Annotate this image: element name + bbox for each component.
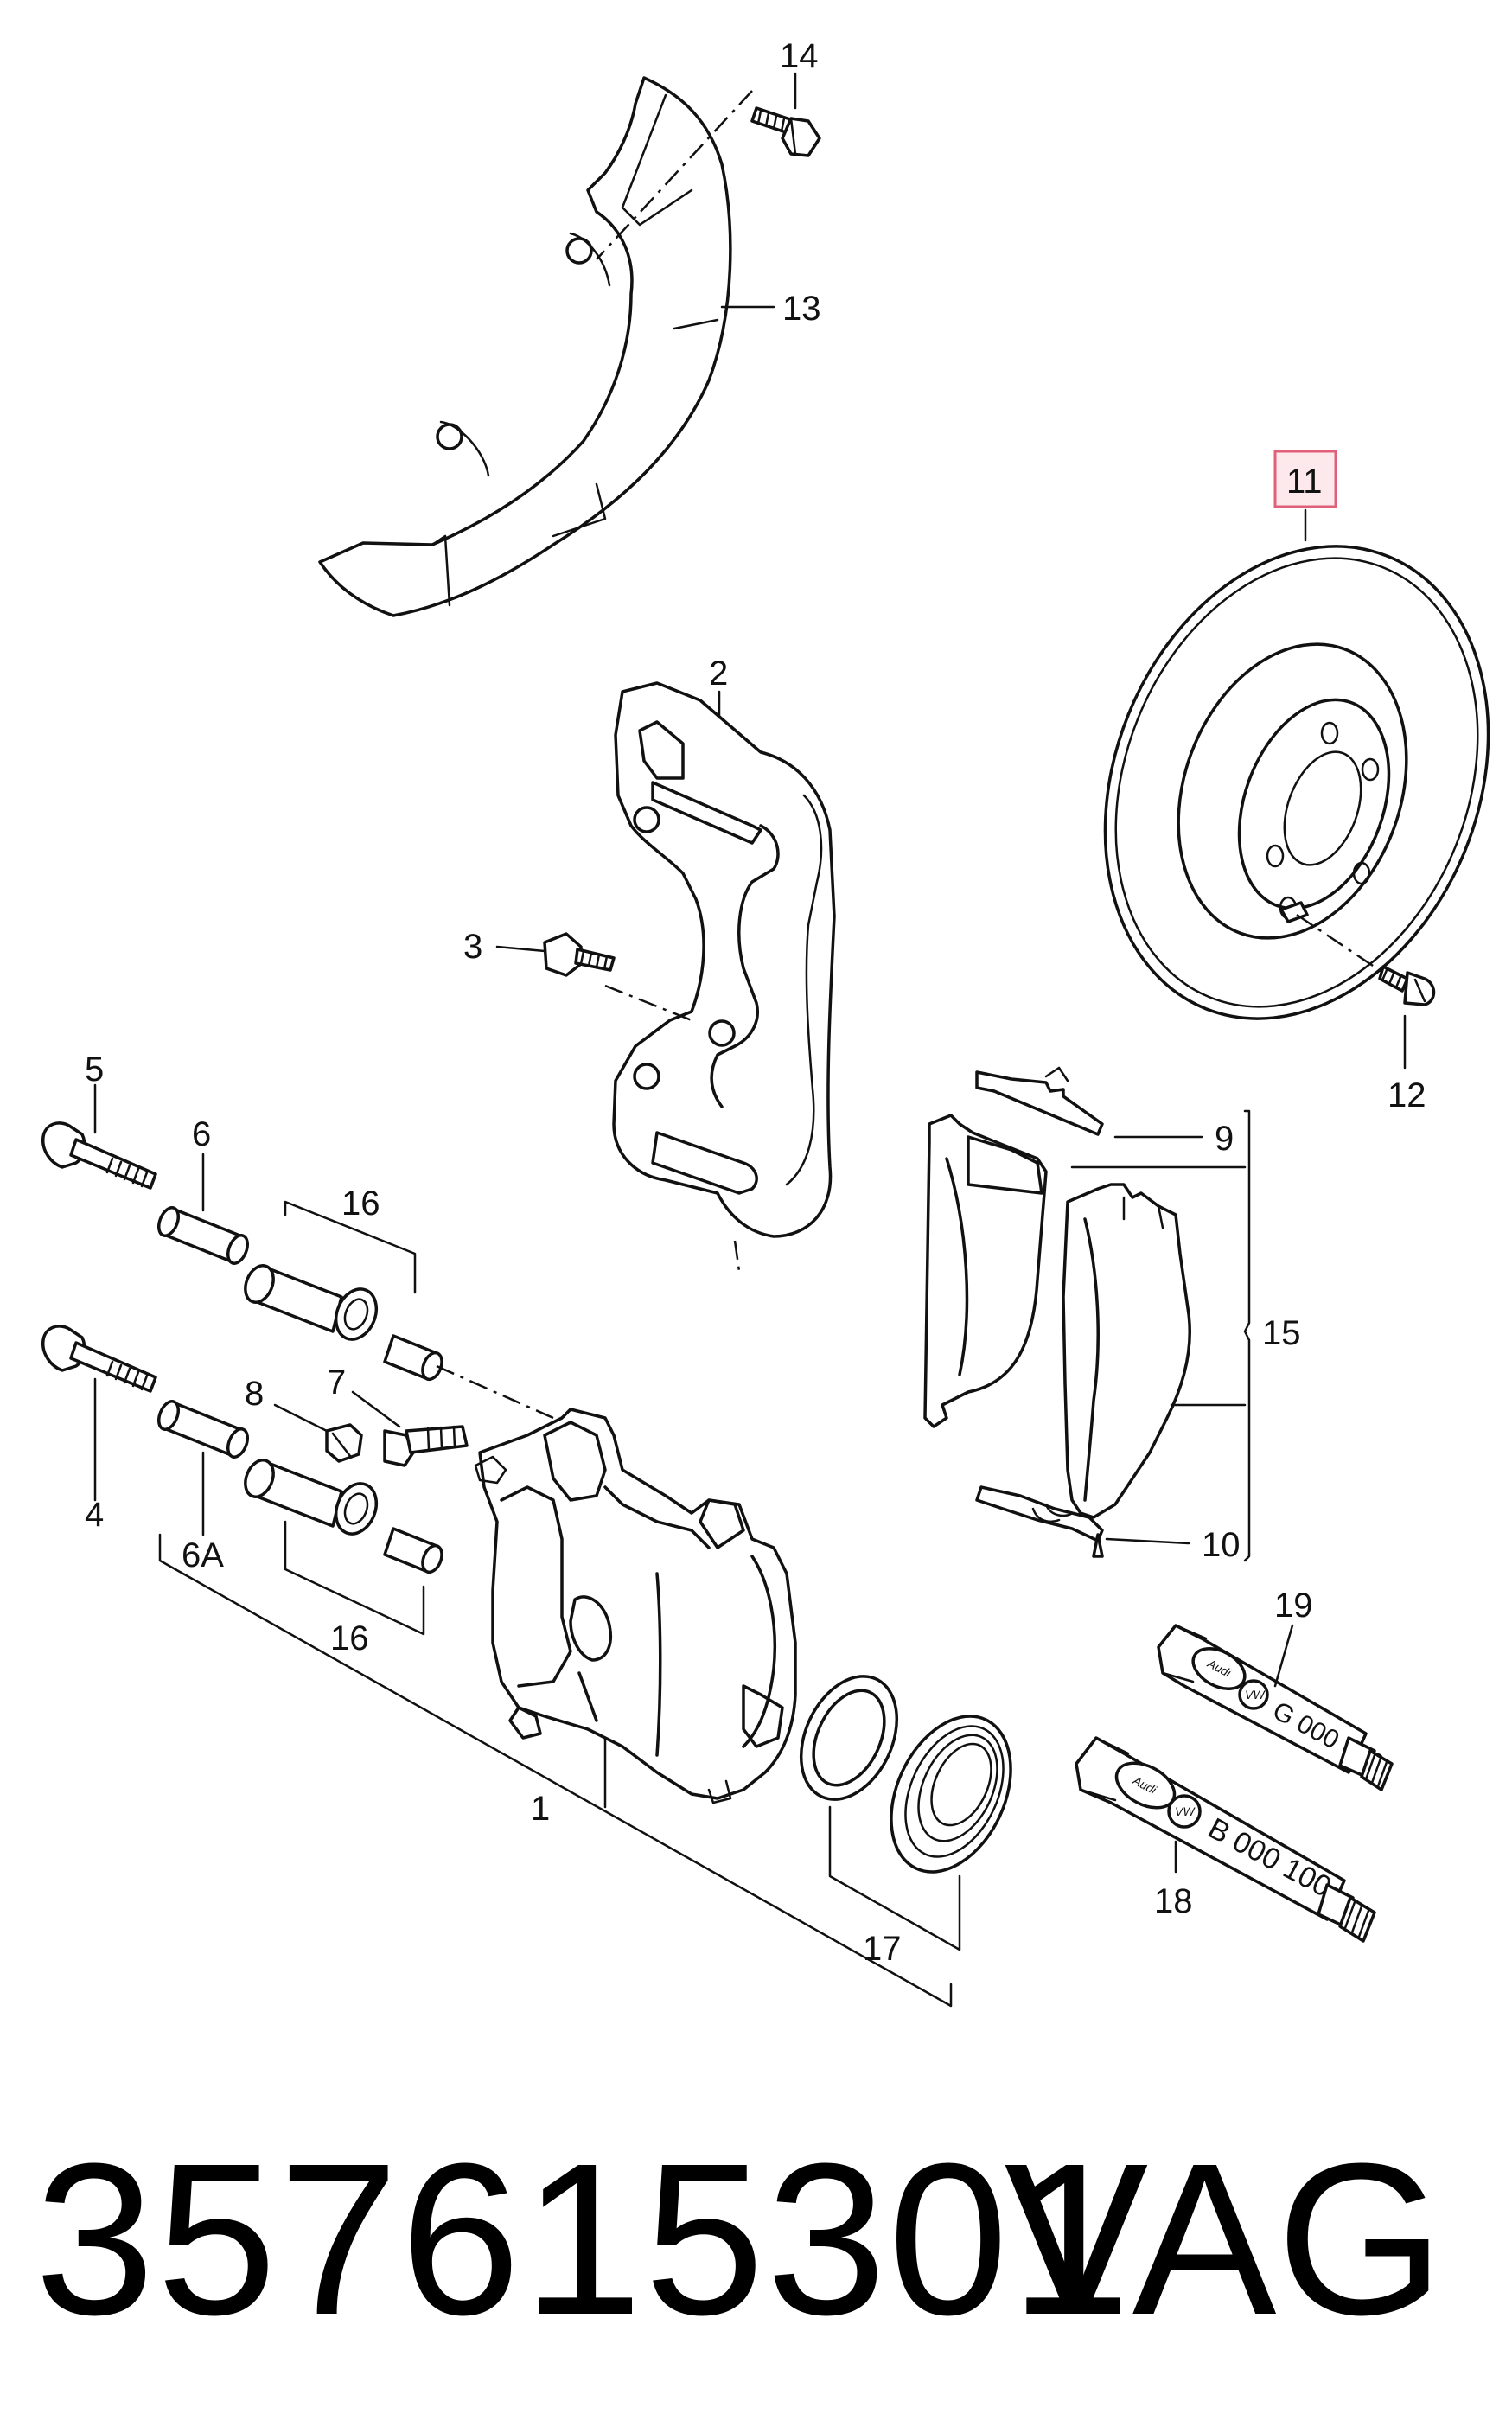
callout-6: 6	[192, 1115, 211, 1153]
callout-1: 1	[531, 1790, 550, 1828]
callout-15: 15	[1262, 1314, 1301, 1352]
footer: 357615301 VAG	[0, 2110, 1512, 2369]
brake-disc-part-11	[1103, 545, 1490, 1020]
piston-seal-part-17	[799, 1675, 899, 1801]
callout-12: 12	[1388, 1076, 1426, 1114]
vw-logo-18: VW	[1175, 1804, 1196, 1818]
grease-tube-part-19: Audi VW G 000 650	[1157, 1624, 1394, 1791]
vw-logo-19: VW	[1245, 1688, 1266, 1702]
callout-6a: 6A	[182, 1536, 224, 1574]
callout-2: 2	[709, 655, 728, 693]
callout-4: 4	[85, 1496, 104, 1534]
exploded-parts-diagram: Audi VW G 000 650 Audi VW B 000 100	[41, 37, 1490, 2008]
guide-bush-part-16-lower	[244, 1459, 443, 1574]
guide-sleeve-part-6	[157, 1206, 249, 1265]
callout-11-highlight	[1273, 450, 1337, 508]
guide-bush-part-16-upper	[244, 1264, 443, 1382]
callout-11: 11	[1286, 463, 1323, 501]
callout-3: 3	[463, 928, 482, 966]
bleed-cap-part-8	[325, 1423, 363, 1463]
callout-17: 17	[863, 1930, 902, 1968]
callout-10: 10	[1202, 1526, 1241, 1564]
callout-16-lower: 16	[330, 1619, 369, 1657]
callout-13: 13	[782, 290, 821, 328]
callout-19: 19	[1274, 1587, 1313, 1625]
bolt-part-14	[750, 106, 821, 157]
screw-part-12	[1378, 965, 1436, 1006]
callout-14: 14	[780, 37, 819, 75]
callout-9: 9	[1215, 1120, 1234, 1158]
leader-lines	[93, 72, 1407, 2008]
bleed-valve-part-7	[383, 1425, 469, 1467]
callout-5: 5	[85, 1050, 104, 1089]
guide-sleeve-part-6a	[157, 1400, 249, 1459]
brand-name: VAG	[1004, 2118, 1445, 2360]
pad-spring-clip-part-9	[975, 1066, 1104, 1136]
callout-labels: 14 13 2 3 11 12 9 15 10 5 6 16 8 7 4 6A …	[85, 37, 1426, 1968]
callout-16-upper: 16	[341, 1185, 380, 1223]
brake-pads-part-15	[923, 1114, 1192, 1519]
bolt-part-3	[543, 932, 616, 977]
pad-spring-part-10	[975, 1485, 1104, 1558]
callout-7: 7	[327, 1363, 346, 1402]
guide-bolt-part-5	[41, 1121, 157, 1190]
grease-tube-part-18: Audi VW B 000 100	[1075, 1736, 1376, 1943]
brake-carrier-part-2	[612, 681, 836, 1238]
dust-shield-part-13	[318, 76, 753, 617]
guide-bolt-part-4	[41, 1325, 157, 1393]
dust-boot-part-17	[890, 1715, 1012, 1874]
caliper-housing-part-1	[474, 1408, 797, 1804]
part-number: 357615301	[35, 2118, 1132, 2360]
callout-18: 18	[1154, 1882, 1193, 1920]
callout-8: 8	[245, 1375, 264, 1413]
